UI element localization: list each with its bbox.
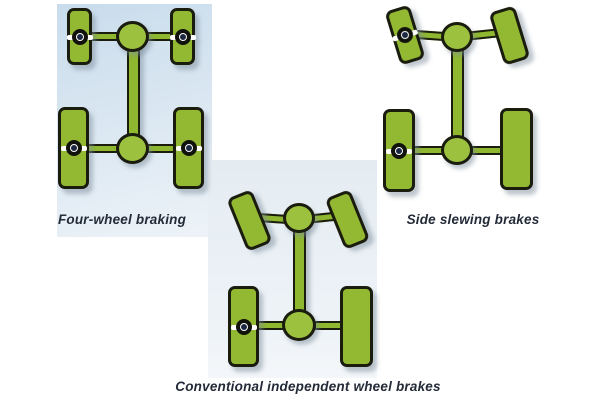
wheel-front-right [169,8,196,65]
rear-axle-right [146,144,175,153]
diagram-caption-four-wheel-braking: Four-wheel braking [57,212,187,227]
wheel-rear-left [383,109,415,192]
brake-eye-icon [230,318,257,335]
front-axle-hub [283,203,315,233]
rear-axle-right [314,321,342,330]
chassis-backbone [451,40,464,147]
wheel-rear-right [500,108,533,190]
wheel-rear-left [58,107,89,189]
brake-eye-icon [66,28,93,45]
rear-axle-left [86,144,119,153]
wheel-rear-right [173,107,204,189]
brake-eye-icon [175,140,202,156]
brake-eye-icon [169,28,196,45]
brake-eye-icon [390,24,420,47]
rear-axle-hub [116,133,149,164]
brake-eye-icon [386,142,412,159]
chassis-backbone [293,221,306,317]
front-axle-hub [116,21,149,52]
rear-axle-right [471,146,502,155]
diagram-caption-conventional-independent-wheel-brakes: Conventional independent wheel brakes [175,379,441,394]
rear-axle-hub [441,135,473,165]
wheel-front-right-steered [488,5,531,66]
front-axle-hub [441,22,473,52]
wheel-rear-left [228,286,259,367]
wheel-front-left [66,8,93,65]
brake-eye-icon [60,140,87,156]
diagram-caption-side-slewing-brakes: Side slewing brakes [406,212,540,227]
wheel-rear-right [340,286,373,367]
chassis-backbone [127,38,140,146]
rear-axle-hub [282,309,316,341]
